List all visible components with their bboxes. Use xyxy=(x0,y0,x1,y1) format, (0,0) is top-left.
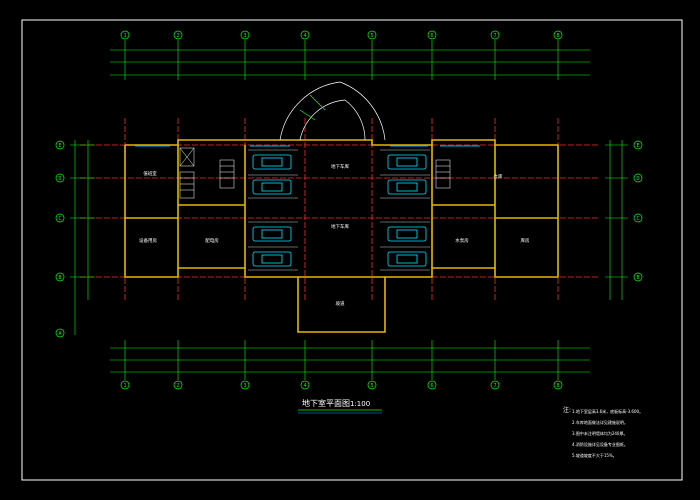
svg-text:B: B xyxy=(58,275,61,281)
room-labels: 地下车库 地下车库 值班室 设备用房 配电房 仓库 水泵房 库房 坡道 xyxy=(139,163,530,307)
axis-bubble: B xyxy=(633,272,643,282)
svg-text:E: E xyxy=(58,143,61,149)
notes-block: 注: 1.地下室层高3.6米，底板标高-3.600。 2.车库地面做法详见建施说… xyxy=(563,406,643,458)
svg-text:5: 5 xyxy=(370,383,373,389)
svg-text:E: E xyxy=(636,143,639,149)
drawing-title: 地下室平面图 1:100 xyxy=(298,398,382,414)
notes-head: 注: xyxy=(563,406,571,414)
note-line: 4.消防设施详见设备专业图纸。 xyxy=(572,441,628,447)
car xyxy=(387,179,427,195)
axis-bubble: C xyxy=(633,213,643,223)
curved-ramp xyxy=(279,81,386,141)
axis-bubble: 3 xyxy=(240,380,250,390)
note-line: 2.车库地面做法详见建施说明。 xyxy=(572,419,628,425)
note-line: 5.坡道坡度不大于15%。 xyxy=(572,452,617,458)
axis-bubbles-bottom: 1 2 3 4 5 6 7 8 xyxy=(120,380,563,390)
axis-bubbles-top: 1 2 3 4 5 6 7 8 xyxy=(120,30,563,40)
svg-text:3: 3 xyxy=(243,33,246,39)
dimension-lines-bottom xyxy=(110,340,590,380)
car xyxy=(252,226,292,242)
axis-bubble: A xyxy=(55,328,65,338)
scale-text: 1:100 xyxy=(350,400,370,408)
axis-bubble: 8 xyxy=(553,30,563,40)
axis-bubble: 4 xyxy=(300,380,310,390)
axis-bubble: 5 xyxy=(367,30,377,40)
car xyxy=(252,179,292,195)
axis-bubble: 4 xyxy=(300,30,310,40)
axis-bubble: 5 xyxy=(367,380,377,390)
svg-text:6: 6 xyxy=(430,383,433,389)
note-line: 1.地下室层高3.6米，底板标高-3.600。 xyxy=(572,408,643,414)
svg-text:7: 7 xyxy=(493,383,496,389)
axis-bubble: 1 xyxy=(120,380,130,390)
dimension-lines-side xyxy=(70,140,628,335)
room-label: 地下车库 xyxy=(331,163,349,170)
room-label: 仓库 xyxy=(494,173,503,180)
room-label: 水泵房 xyxy=(455,237,469,244)
svg-text:1: 1 xyxy=(123,383,126,389)
title-text: 地下室平面图 xyxy=(302,398,350,408)
room-label: 坡道 xyxy=(336,300,345,307)
svg-text:B: B xyxy=(636,275,639,281)
axis-bubble: E xyxy=(633,140,643,150)
axis-bubble: 3 xyxy=(240,30,250,40)
axis-bubble: E xyxy=(55,140,65,150)
axis-bubble: 2 xyxy=(173,30,183,40)
car xyxy=(252,154,292,170)
axis-bubble: 6 xyxy=(427,380,437,390)
room-label: 值班室 xyxy=(143,170,157,177)
building-walls xyxy=(124,139,559,333)
car xyxy=(387,154,427,170)
svg-text:6: 6 xyxy=(430,33,433,39)
axis-bubbles-left: E D C B A xyxy=(55,140,65,338)
drawing-frame xyxy=(21,19,683,481)
axis-bubble: 2 xyxy=(173,380,183,390)
axis-bubble: 1 xyxy=(120,30,130,40)
car xyxy=(387,226,427,242)
svg-text:8: 8 xyxy=(556,33,559,39)
stair-block xyxy=(179,147,451,199)
axis-bubble: 7 xyxy=(490,380,500,390)
room-label: 设备用房 xyxy=(139,237,157,244)
parking-cars xyxy=(252,154,427,267)
axis-bubble: D xyxy=(55,173,65,183)
axis-bubble: 8 xyxy=(553,380,563,390)
svg-text:D: D xyxy=(636,176,639,182)
svg-text:2: 2 xyxy=(176,383,179,389)
svg-text:2: 2 xyxy=(176,33,179,39)
svg-text:4: 4 xyxy=(303,33,306,39)
axis-bubble: 7 xyxy=(490,30,500,40)
svg-text:C: C xyxy=(636,216,639,222)
svg-text:C: C xyxy=(58,216,61,222)
axis-bubble: D xyxy=(633,173,643,183)
svg-text:8: 8 xyxy=(556,383,559,389)
room-label: 地下车库 xyxy=(331,223,349,230)
svg-text:5: 5 xyxy=(370,33,373,39)
car xyxy=(387,251,427,267)
svg-text:A: A xyxy=(58,331,61,337)
axis-bubble: B xyxy=(55,272,65,282)
svg-text:7: 7 xyxy=(493,33,496,39)
dimension-lines-top xyxy=(110,40,590,80)
axis-bubbles-right: E D C B xyxy=(633,140,643,282)
room-label: 库房 xyxy=(521,237,530,244)
room-label: 配电房 xyxy=(205,237,219,244)
axis-bubble: 6 xyxy=(427,30,437,40)
parking-bays xyxy=(248,149,430,271)
car xyxy=(252,251,292,267)
svg-text:3: 3 xyxy=(243,383,246,389)
svg-text:D: D xyxy=(58,176,61,182)
axis-bubble: C xyxy=(55,213,65,223)
svg-text:4: 4 xyxy=(303,383,306,389)
svg-text:1: 1 xyxy=(123,33,126,39)
note-line: 3.图中未注明墙体均为240厚。 xyxy=(572,430,627,436)
